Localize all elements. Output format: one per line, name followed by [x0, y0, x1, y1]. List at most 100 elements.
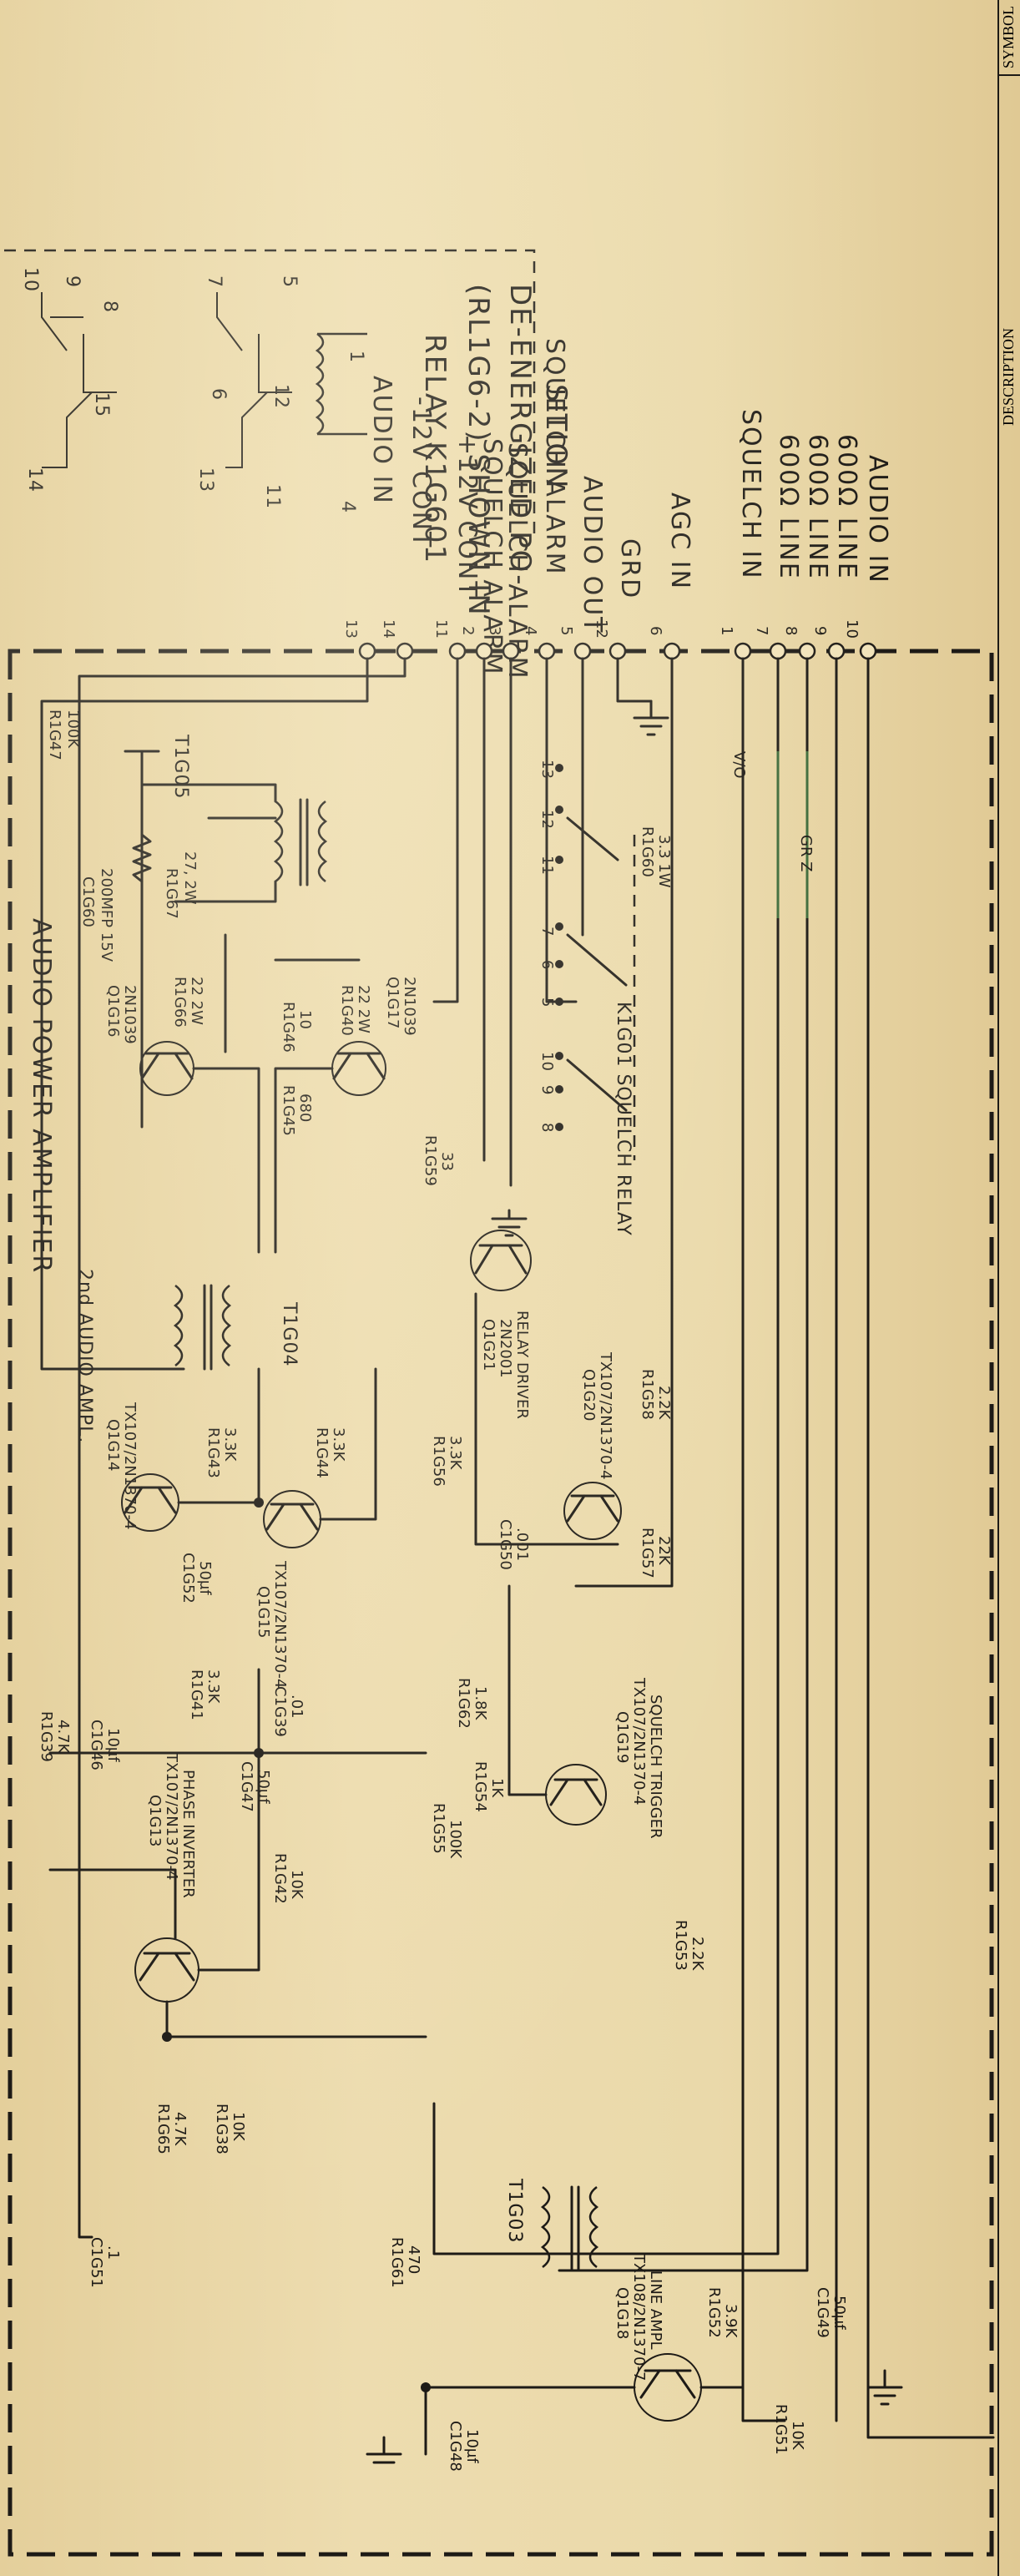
r1g59-label: R1G59: [422, 1135, 439, 1186]
squelch-relay-k1g01: K1G01 SQUELCH RELAY 13 12 11 7 6 5 10 9 …: [538, 760, 636, 1236]
r1g59-value: 33: [438, 1152, 456, 1171]
r1g51-resistor: R1G51 10K: [772, 2404, 806, 2455]
c1g48-capacitor: C1G48 10μf: [447, 2421, 481, 2472]
terminal-label-3: SQUELCH ALARM: [502, 442, 532, 680]
r1g39-label: R1G39: [38, 1711, 55, 1762]
r1g54-label: R1G54: [472, 1761, 489, 1812]
c1g60-capacitor: C1G60 200MFP 15V: [79, 868, 115, 962]
r1g61-value: 470: [405, 2245, 422, 2274]
terminal-11-connector: [448, 642, 467, 660]
r1g53-resistor: R1G53 2.2K: [672, 1920, 706, 1972]
r1g61-resistor: R1G61 470: [388, 2237, 422, 2288]
terminal-label-13: AUDIO IN: [367, 376, 396, 505]
q1g19-squelch-trigger: Q1G19 TX107/2N1370-4 SQUELCH TRIGGER: [545, 1677, 664, 1839]
terminal-label-6: AGC IN: [665, 492, 694, 590]
terminal-label-4: SQUELCH ALARM: [540, 338, 569, 576]
c1g60-label: C1G60: [79, 876, 97, 927]
squelch-relay-title: K1G01 SQUELCH RELAY: [613, 1002, 634, 1236]
r1g38-label: R1G38: [213, 2104, 230, 2154]
terminal-number-8: 8: [782, 626, 800, 635]
q1g17-part: 2N1039: [401, 977, 418, 1036]
c1g60-value: 200MFP 15V: [98, 868, 115, 962]
terminal-8-connector: [798, 642, 816, 660]
r1g54-value: 1K: [488, 1778, 506, 1798]
relay-contact-8: 8: [538, 1123, 556, 1132]
relay-note-line-1: RELAY K1G601: [418, 334, 452, 564]
q1g17-label: Q1G17: [384, 977, 401, 1028]
terminal-label-7: 600Ω LINE: [774, 434, 803, 580]
terminal-number-9: 9: [811, 626, 829, 635]
r1g62-resistor: R1G62 1.8K: [455, 1678, 489, 1729]
r1g65-label: R1G65: [154, 2104, 172, 2154]
q1g14-label: Q1G14: [104, 1419, 122, 1471]
terminal-10-connector: [859, 642, 877, 660]
t1g04-driver-transformer: T1G04: [173, 1284, 300, 1371]
q1g16-label: Q1G16: [104, 985, 122, 1037]
terminal-label-2: SQUELCH ALARM: [477, 438, 507, 676]
q1g16-part: 2N1039: [121, 985, 139, 1044]
r1g65-resistor: R1G65 4.7K: [154, 2104, 189, 2154]
r1g40-resistor: R1G40 22 2W: [338, 985, 372, 1036]
r1g45-resistor: R1G45 680: [280, 1085, 314, 1136]
terminal-number-2: 2: [459, 626, 477, 635]
t1g03-label: T1G03: [504, 2178, 525, 2243]
terminal-number-3: 3: [486, 626, 503, 635]
c1g52-value: 50μf: [196, 1561, 214, 1595]
r1g56-label: R1G56: [430, 1436, 447, 1487]
c1g48-value: 10μf: [463, 2429, 481, 2463]
terminal-4-connector: [538, 642, 556, 660]
terminal-label-14: -12V CONT: [406, 397, 436, 548]
title-description: DESCRIPTION: [1000, 328, 1017, 426]
r1g42-label: R1G42: [271, 1853, 289, 1904]
terminal-label-8: 600Ω LINE: [803, 434, 832, 580]
r1g66-resistor: R1G66 22 2W: [171, 933, 227, 1053]
relay-contact-10: 10: [538, 1052, 556, 1071]
q1g18-part: TX108/2N1370-7: [630, 2253, 648, 2381]
r1g67-resistor: R1G67 27, 2W: [132, 833, 199, 919]
detail-pin-11: 11: [262, 484, 283, 509]
r1g56-value: 3.3K: [447, 1436, 464, 1471]
q1g18-label: Q1G18: [614, 2287, 631, 2339]
r1g52-label: R1G52: [705, 2287, 723, 2338]
r1g45-label: R1G45: [280, 1085, 297, 1136]
terminal-label-11: +12V CONT: [452, 434, 482, 599]
r1g57-value: 22K: [655, 1536, 673, 1566]
t1g04-label: T1G04: [279, 1301, 300, 1366]
bus-wires: [40, 657, 995, 2439]
q1g20-label: Q1G20: [580, 1369, 598, 1421]
detail-pin-12: 12: [270, 384, 291, 409]
c1g39-capacitor: C1G39 .01: [271, 1686, 305, 1737]
title-block: SYMBOL DESCRIPTION: [997, 0, 1020, 2576]
r1g44-resistor: R1G44 3.3K: [313, 1427, 347, 1478]
terminal-number-4: 4: [522, 626, 539, 635]
r1g42-value: 10K: [288, 1870, 305, 1900]
q1g14-part: TX107/2N1370-4: [121, 1402, 139, 1529]
relay-contact-13: 13: [538, 760, 556, 779]
terminal-number-10: 10: [843, 619, 861, 639]
c1g46-capacitor: C1G46 10μf: [88, 1720, 122, 1770]
r1g52-value: 3.9K: [722, 2304, 740, 2339]
r1g44-label: R1G44: [313, 1427, 331, 1478]
relay-contact-detail: 10 9 8 15 14 7 6 5 12 13 11 4 1: [4, 249, 536, 534]
q1g18-line-amplifier: Q1G18 TX108/2N1370-7 LINE AMPL: [614, 2253, 702, 2422]
r1g46-resistor: R1G46 10: [274, 958, 361, 1053]
r1g52-resistor: R1G52 3.9K: [705, 2287, 740, 2339]
terminal-number-5: 5: [558, 626, 575, 635]
r1g46-label: R1G46: [280, 1002, 297, 1053]
c1g39-value: .01: [288, 1695, 305, 1719]
terminal-9-connector: [827, 642, 846, 660]
detail-pin-13: 13: [195, 467, 216, 492]
r1g47-label: R1G47: [46, 710, 63, 760]
detail-pin-4: 4: [337, 501, 358, 513]
r1g43-value: 3.3K: [221, 1427, 239, 1462]
c1g49-label: C1G49: [814, 2287, 831, 2338]
r1g46-value: 10: [296, 1010, 314, 1029]
r1g43-resistor: R1G43 3.3K: [205, 1427, 239, 1478]
detail-pin-14: 14: [24, 467, 45, 492]
q1g21-relay-driver: Q1G21 2N2001 RELAY DRIVER: [470, 1230, 532, 1419]
side-marks: V/O GR Z: [730, 751, 815, 872]
c1g52-label: C1G52: [179, 1553, 197, 1604]
c1g46-value: 10μf: [104, 1728, 122, 1762]
title-symbol: SYMBOL: [1000, 6, 1017, 68]
